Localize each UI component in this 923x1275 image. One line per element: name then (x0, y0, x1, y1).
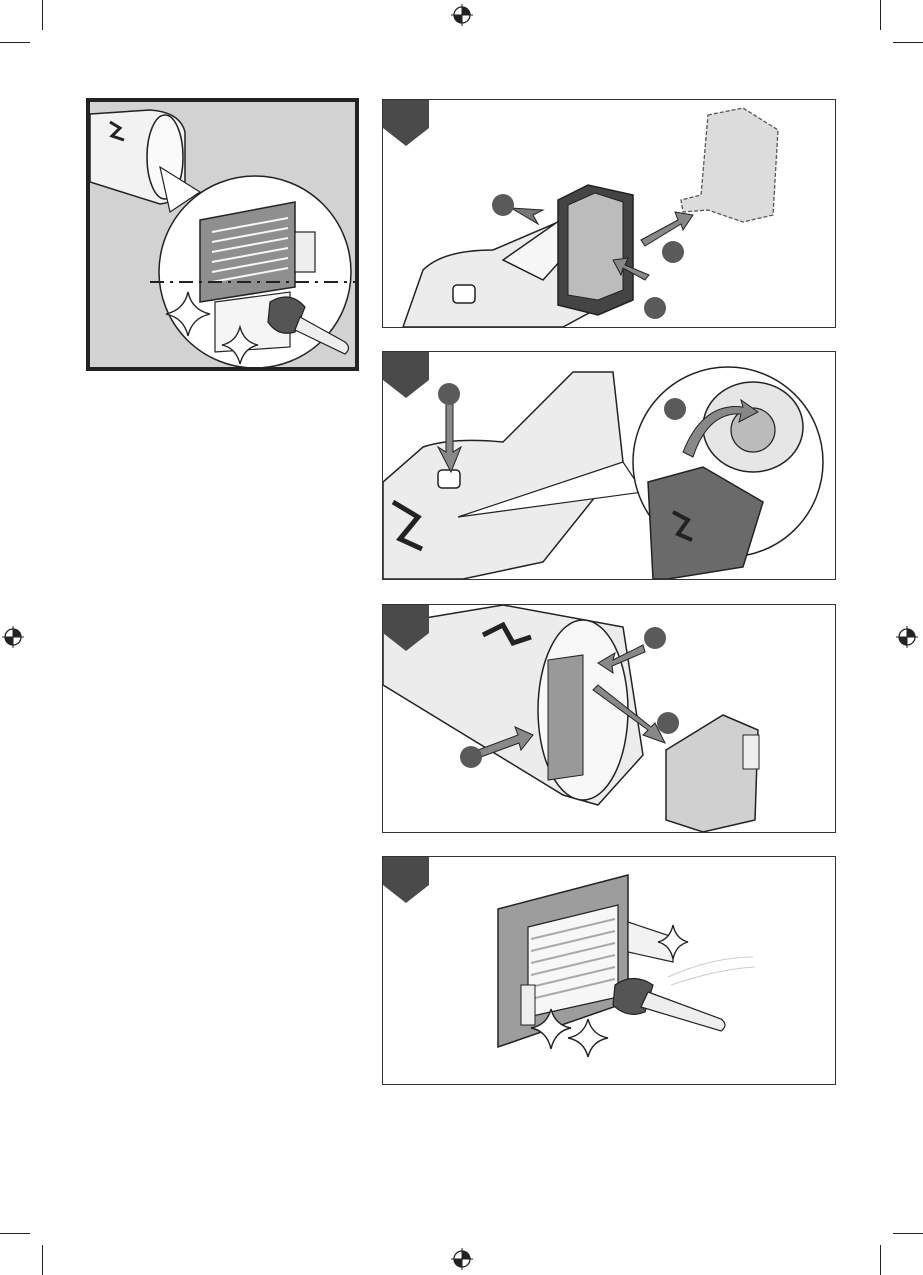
step-4-illustration (383, 857, 835, 1084)
sparkle-icon (568, 1019, 608, 1057)
step-4-badge (383, 857, 429, 903)
step-2-badge (383, 352, 429, 398)
overview-illustration (90, 102, 355, 367)
step-2-panel (382, 351, 836, 580)
callout-3 (657, 712, 679, 734)
registration-mark-icon (2, 626, 24, 648)
step-2-illustration (383, 352, 835, 579)
step-4-panel (382, 856, 836, 1085)
overview-inset (86, 98, 359, 371)
callout-2 (664, 398, 686, 420)
filter-icon (498, 875, 673, 1047)
step-1-panel (382, 99, 836, 328)
callout-1 (438, 383, 460, 405)
callout-2 (662, 241, 684, 263)
registration-mark-icon (896, 626, 918, 648)
registration-mark-icon (451, 4, 473, 26)
step-3-illustration (383, 605, 835, 832)
brush-icon (613, 957, 755, 1031)
step-3-panel (382, 604, 836, 833)
step-3-badge (383, 605, 429, 651)
battery-removed-icon (681, 108, 778, 222)
step-1-illustration (383, 100, 835, 327)
filter-icon (666, 715, 759, 832)
callout-2 (644, 627, 666, 649)
callout-1 (460, 746, 482, 768)
step-1-badge (383, 100, 429, 146)
registration-mark-icon (451, 1248, 473, 1270)
callout-3 (644, 297, 666, 319)
battery-icon (558, 185, 633, 315)
callout-1 (492, 194, 514, 216)
